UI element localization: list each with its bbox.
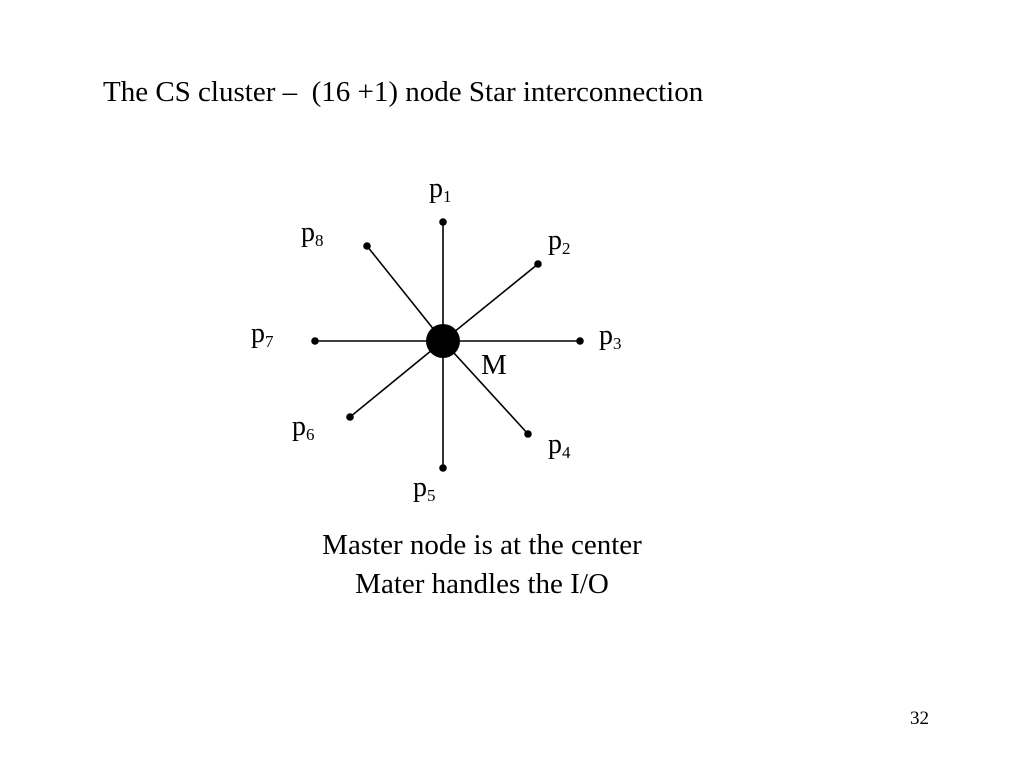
master-node (426, 324, 460, 358)
node-label-base: p (599, 320, 613, 351)
node-dot-p7 (311, 337, 319, 345)
node-label-p2: p2 (548, 225, 571, 258)
node-label-subscript: 2 (562, 239, 571, 258)
node-label-base: p (548, 429, 562, 460)
node-dot-p3 (576, 337, 584, 345)
node-label-p1: p1 (429, 173, 452, 206)
node-label-p4: p4 (548, 429, 571, 462)
node-label-subscript: 1 (443, 187, 452, 206)
node-label-p6: p6 (292, 411, 315, 444)
node-dot-p2 (534, 260, 542, 268)
node-dot-p6 (346, 413, 354, 421)
node-dot-p8 (363, 242, 371, 250)
node-label-base: p (413, 472, 427, 503)
edge-p6 (349, 340, 444, 418)
node-label-subscript: 4 (562, 443, 571, 462)
node-label-base: p (251, 318, 265, 349)
node-label-base: p (301, 217, 315, 248)
caption-master-io: Mater handles the I/O (355, 568, 609, 600)
node-label-p3: p3 (599, 320, 622, 353)
node-label-subscript: 3 (613, 334, 622, 353)
slide-title: The CS cluster – (16 +1) node Star inter… (103, 76, 704, 108)
node-label-base: p (429, 173, 443, 204)
master-node-label: M (481, 349, 507, 381)
node-dot-p4 (524, 430, 532, 438)
edge-p8 (366, 245, 444, 342)
node-dot-p1 (439, 218, 447, 226)
edge-p4 (442, 340, 529, 435)
node-label-subscript: 5 (427, 486, 436, 505)
node-label-subscript: 7 (265, 332, 274, 351)
caption-master-location: Master node is at the center (322, 529, 642, 561)
node-label-subscript: 6 (306, 425, 315, 444)
node-label-p5: p5 (413, 472, 436, 505)
page-number: 32 (910, 708, 929, 729)
node-label-base: p (548, 225, 562, 256)
node-label-base: p (292, 411, 306, 442)
node-label-subscript: 8 (315, 231, 324, 250)
node-label-p7: p7 (251, 318, 274, 351)
node-dot-p5 (439, 464, 447, 472)
node-label-p8: p8 (301, 217, 324, 250)
edge-p2 (442, 263, 539, 342)
